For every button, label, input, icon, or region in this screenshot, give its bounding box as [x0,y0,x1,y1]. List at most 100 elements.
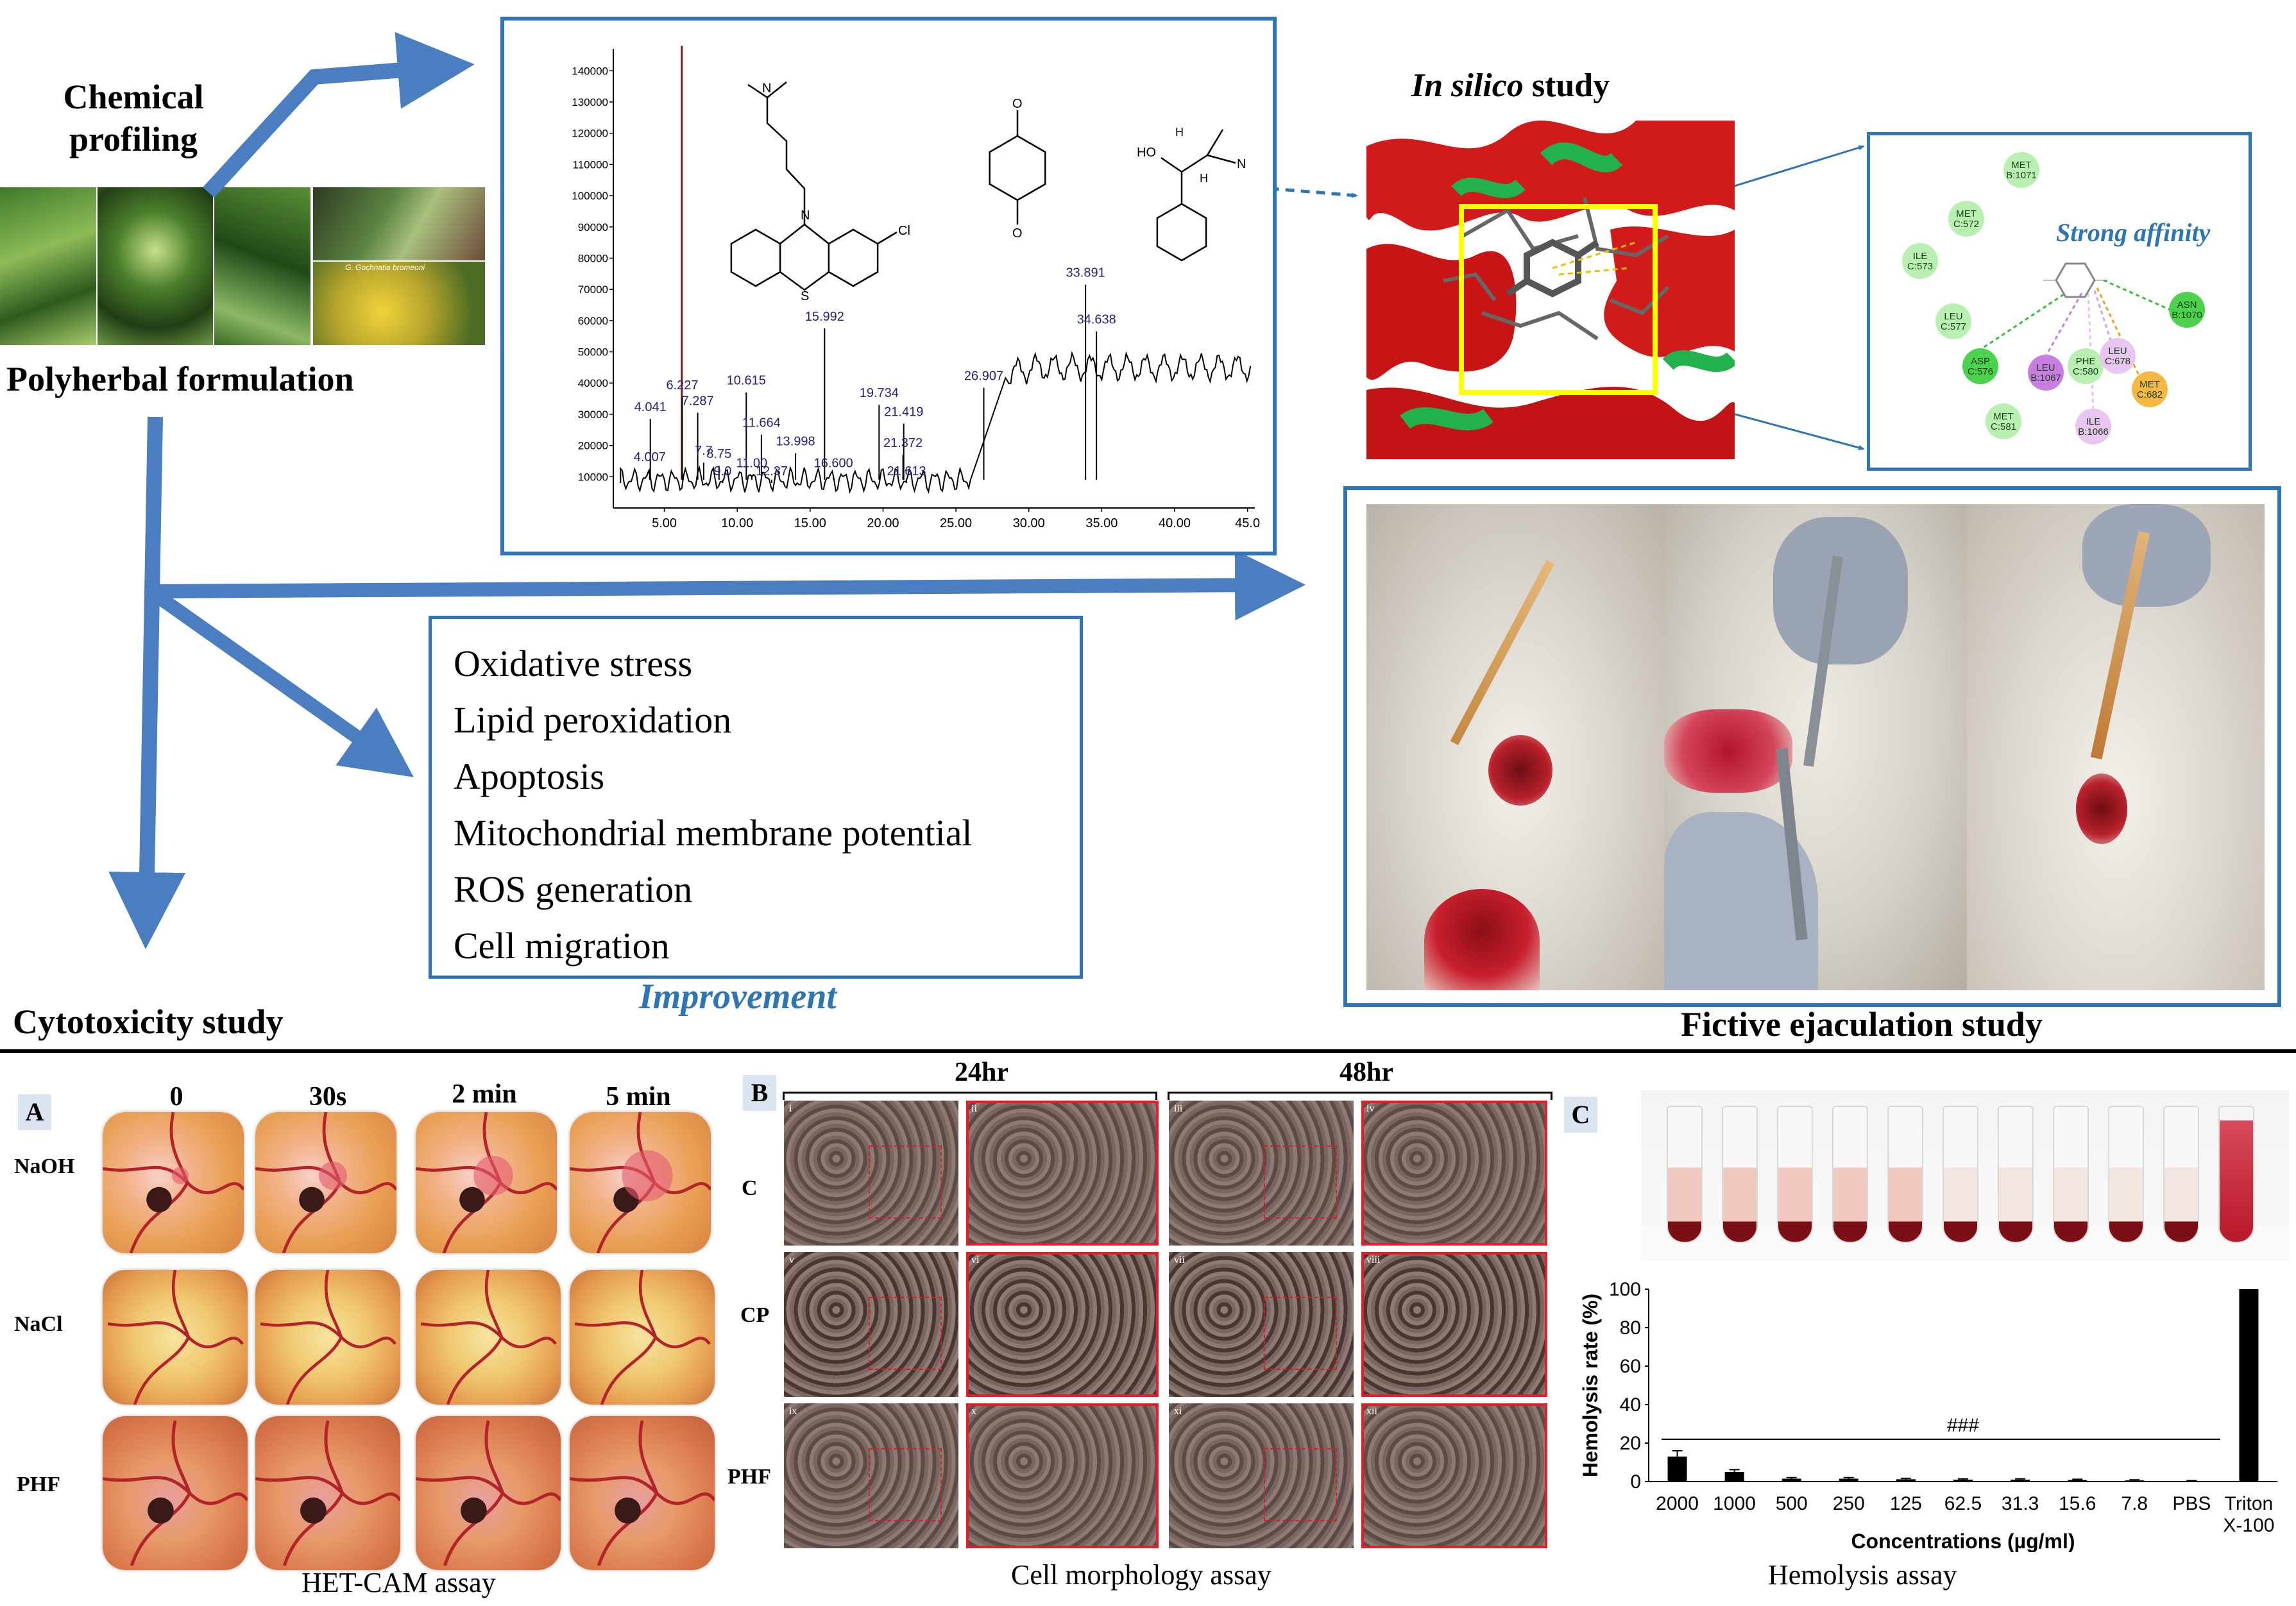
chromatogram-peak-label: 7.7 [695,444,713,458]
residue-label: C:573 [1907,261,1933,272]
cell-micrograph-label: x [971,1406,976,1417]
het-cam-egg-phf-1 [255,1416,400,1570]
chromatogram-x-tick-label: 30.00 [1013,516,1045,530]
residue-label: MET [1956,208,1977,219]
het-cam-egg-nacl-2 [416,1270,561,1405]
improvement-caption: Improvement [639,977,837,1017]
zoom-region-box [1264,1297,1337,1370]
improvement-item-ros: ROS generation [454,868,693,910]
plant-photo-1 [0,187,96,345]
cell-morph-row-cp: CP [740,1303,770,1327]
cell-micrograph-label: vii [1174,1255,1185,1265]
residue-label: LEU [2108,346,2127,357]
quinone-ring [989,135,1046,201]
interaction-met [2096,287,2141,377]
hemolysis-bar [1667,1457,1687,1482]
vessels [420,1270,557,1405]
vessels [255,1420,400,1566]
chromatogram-peak-label: 6.227 [666,378,698,393]
hemolysis-bar [2182,1481,2202,1482]
zoom-region-box [1264,1448,1337,1521]
hemolysis-bar [2011,1480,2030,1482]
protein-ribbon-svg [1366,121,1735,459]
cell-micrograph-label: xii [1366,1406,1377,1417]
hemolysis-tube [2108,1106,2144,1243]
ephedrine-h2: H [1200,172,1208,185]
residue-label: B:1067 [2030,373,2061,384]
hemolysis-y-tick-label: 80 [1620,1317,1641,1339]
structure-cl-bond [877,231,897,245]
section-divider [0,1049,2296,1053]
cell-micrograph-vii: vii [1169,1252,1354,1397]
residue-disc [1902,243,1938,279]
hemolysis-tube [1887,1106,1923,1243]
hemolysis-tube [1943,1106,1978,1243]
plant-photo-2 [98,187,213,345]
arrow-main-trunk [108,416,186,949]
zoom-region-box [869,1448,942,1521]
fictive-ejaculation-panel [1343,486,2281,1007]
rat-surgery-photo-2 [1664,504,1967,990]
cell-micrograph-xii: xii [1361,1403,1547,1548]
structure-methyl-1 [747,83,768,99]
residue-disc [2028,355,2064,391]
chromatogram-y-tick-label: 120000 [572,128,608,140]
hemolysis-y-tick-label: 60 [1620,1356,1641,1377]
cell-morph-row-c: C [742,1176,758,1200]
hemolysis-x-tick-label: PBS [2172,1493,2211,1514]
cell-micrograph-label: iii [1174,1103,1183,1114]
vessels [416,1112,557,1253]
vessels [570,1112,711,1253]
residue-disc [2132,371,2168,407]
cell-micrograph-i: i [784,1101,958,1246]
hemolysis-significance-label: ### [1947,1415,1979,1436]
chromatogram-x-tick-label: 25.00 [940,516,972,530]
structure-bridge-top [779,223,829,244]
hemolysis-tube [2163,1106,2199,1243]
ephedrine-chain [1180,129,1224,204]
residue-label: ASP [1971,356,1990,367]
hemolysis-bar [1896,1479,1916,1482]
residue-label: C:580 [2073,366,2098,377]
residue-disc [1935,303,1971,339]
residue-disc [1986,403,2021,439]
panel-a-letter: A [18,1094,51,1130]
chromatogram-x-tick-label: 35.00 [1085,516,1118,530]
residue-label: MET [2139,379,2160,390]
het-cam-egg-naoh-3 [570,1112,711,1253]
hemolysis-tubes-photo [1641,1090,2289,1261]
hemolysis-y-tick-label: 100 [1609,1279,1641,1300]
residue-label: C:581 [1991,421,2016,432]
hemolysis-x-tick-label: 250 [1833,1493,1865,1514]
in-silico-title: In silico study [1411,67,1610,105]
cell-micrograph-label: ii [971,1103,977,1114]
arrow-to-fictive-ejaculation [150,550,1305,621]
residue-label: B:1070 [2172,310,2202,321]
het-cam-col-2min: 2 min [452,1079,517,1109]
chromatogram-peak-label: 9.0 [714,464,732,478]
chromatogram-peak-label: 7.287 [682,394,714,408]
hemolysis-caption: Hemolysis assay [1768,1559,1957,1591]
hemolysis-tube [1777,1106,1813,1243]
het-cam-egg-nacl-0 [103,1270,248,1405]
strong-affinity-label: Strong affinity [2056,218,2211,247]
binding-site-highlight [1459,204,1658,395]
cell-micrograph-iv: iv [1361,1101,1547,1246]
ligand-ring [2055,262,2096,298]
structure-sidechain [766,97,806,224]
ephedrine-n-bond [1207,154,1236,164]
cell-micrograph-label: viii [1366,1255,1381,1265]
chemical-profiling-line2: profiling [69,120,198,158]
hemolysis-bar [2068,1480,2088,1482]
residue-label: LEU [1944,311,1962,322]
residue-label: C:576 [1968,366,1993,377]
structure-methyl-2 [767,81,787,98]
panel-c-letter: C [1564,1097,1597,1133]
hemolysis-x-tick-label: 1000 [1713,1493,1756,1514]
chromatogram-y-tick-label: 80000 [578,252,608,264]
interaction-hbond-asn [2103,279,2171,311]
chromatogram-y-tick-label: 70000 [578,283,608,296]
cell-micrograph-ii: ii [966,1101,1159,1246]
het-cam-egg-nacl-3 [570,1270,715,1405]
